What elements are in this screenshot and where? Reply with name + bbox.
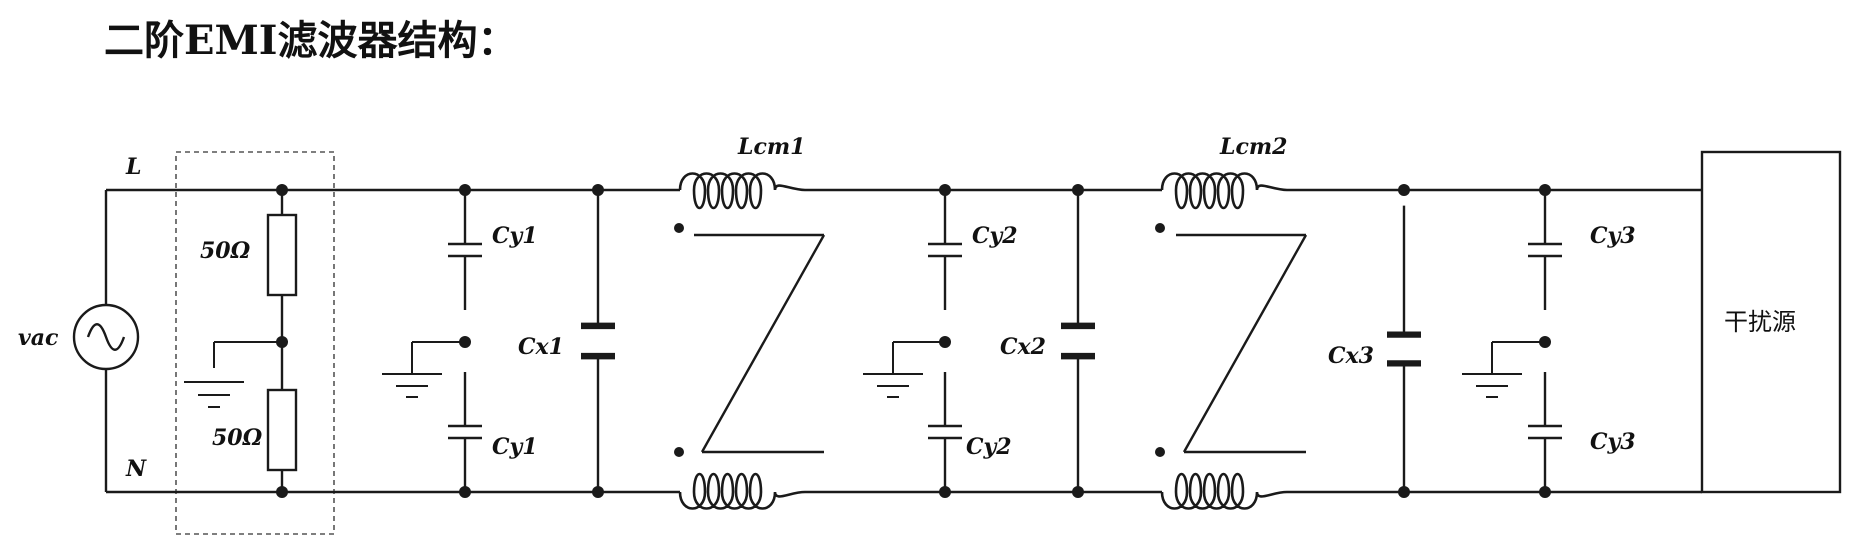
cy2-top-label: Cy2 xyxy=(972,223,1018,249)
cy2-stage xyxy=(862,188,964,494)
cx1-label: Cx1 xyxy=(518,334,564,360)
cy2-bottom-label: Cy2 xyxy=(966,434,1012,460)
lcm1-label: Lcm1 xyxy=(737,134,805,160)
cy3-top-label: Cy3 xyxy=(1590,223,1636,249)
line-l-label: L xyxy=(125,154,141,180)
ac-source xyxy=(72,190,140,492)
lcm1-choke xyxy=(674,172,826,510)
cy1-stage xyxy=(381,188,484,494)
page-title: 二阶EMI滤波器结构： xyxy=(104,17,518,64)
resistor-top xyxy=(266,213,298,297)
cx2-label: Cx2 xyxy=(1000,334,1046,360)
interference-source-label: 干扰源 xyxy=(1724,308,1796,336)
cx3-capacitor xyxy=(1387,206,1421,493)
vac-label: vac xyxy=(18,325,59,351)
cx2-capacitor xyxy=(1061,190,1095,492)
resistor-bottom xyxy=(266,388,298,472)
resistor-bottom-label: 50Ω xyxy=(212,425,263,451)
resistor-top-label: 50Ω xyxy=(200,238,251,264)
lcm2-choke xyxy=(1155,172,1308,510)
cy3-stage xyxy=(1461,188,1564,494)
cy1-bottom-label: Cy1 xyxy=(492,434,538,460)
line-n-label: N xyxy=(125,456,147,482)
junction-dots xyxy=(276,184,1551,498)
cx3-label: Cx3 xyxy=(1328,343,1374,369)
cy1-top-label: Cy1 xyxy=(492,223,538,249)
interference-source-box xyxy=(1700,150,1842,494)
cx1-capacitor xyxy=(581,190,615,492)
lcm2-label: Lcm2 xyxy=(1219,134,1287,160)
cy3-bottom-label: Cy3 xyxy=(1590,429,1636,455)
